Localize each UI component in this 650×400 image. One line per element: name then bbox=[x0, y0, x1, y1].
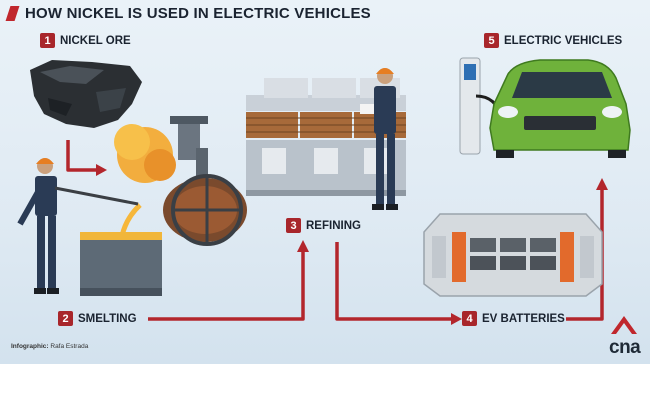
step-number-badge: 4 bbox=[462, 311, 477, 326]
crane-hook bbox=[178, 120, 200, 160]
step-smelting: 2 SMELTING bbox=[58, 311, 137, 326]
electric-car bbox=[489, 59, 631, 158]
infographic-credit: Infographic: Rafa Estrada bbox=[11, 343, 88, 350]
step-number-badge: 3 bbox=[286, 218, 301, 233]
cna-logo-text: cna bbox=[609, 337, 641, 358]
title-bar: HOW NICKEL IS USED IN ELECTRIC VEHICLES bbox=[5, 5, 371, 22]
infographic-canvas: HOW NICKEL IS USED IN ELECTRIC VEHICLES … bbox=[0, 0, 650, 364]
step-label: EV BATTERIES bbox=[482, 312, 565, 325]
step-ev-batteries: 4 EV BATTERIES bbox=[462, 311, 565, 326]
illustration-layer bbox=[17, 57, 637, 334]
smelting-scene bbox=[17, 116, 247, 296]
step-number-badge: 1 bbox=[40, 33, 55, 48]
molten-pour bbox=[119, 203, 142, 237]
step-label: REFINING bbox=[306, 219, 361, 232]
arrow-refining-to-batteries bbox=[335, 242, 452, 321]
step-refining: 3 REFINING bbox=[286, 218, 361, 233]
ladle-vessel bbox=[163, 174, 247, 246]
arrowhead-ore bbox=[96, 164, 107, 176]
crucible-bin bbox=[80, 232, 162, 296]
cna-logo-mark bbox=[611, 316, 637, 334]
step-label: ELECTRIC VEHICLES bbox=[504, 34, 623, 47]
arrow-heads bbox=[96, 164, 608, 325]
credit-name: Rafa Estrada bbox=[50, 343, 89, 350]
ev-battery-pack bbox=[423, 213, 603, 297]
battery-modules bbox=[470, 238, 556, 270]
arrowhead-refining bbox=[297, 240, 309, 252]
page-title: HOW NICKEL IS USED IN ELECTRIC VEHICLES bbox=[25, 5, 371, 22]
refining-worker bbox=[360, 68, 398, 210]
arrow-ore-to-smelting bbox=[66, 140, 96, 172]
arrowhead-batteries bbox=[451, 313, 462, 325]
nickel-ore-rock bbox=[30, 60, 142, 128]
smelting-worker bbox=[17, 158, 139, 294]
step-label: SMELTING bbox=[78, 312, 137, 325]
bottom-whitespace bbox=[0, 364, 650, 400]
step-number-badge: 2 bbox=[58, 311, 73, 326]
step-nickel-ore: 1 NICKEL ORE bbox=[40, 33, 131, 48]
step-label: NICKEL ORE bbox=[60, 34, 131, 47]
step-number-badge: 5 bbox=[484, 33, 499, 48]
title-slash-mark bbox=[5, 6, 20, 21]
step-electric-vehicles: 5 ELECTRIC VEHICLES bbox=[484, 33, 622, 48]
credit-prefix: Infographic: bbox=[11, 343, 49, 350]
arrowhead-vehicles bbox=[596, 178, 608, 190]
arrow-smelting-to-refining bbox=[148, 250, 305, 321]
refining-plant bbox=[246, 68, 406, 210]
